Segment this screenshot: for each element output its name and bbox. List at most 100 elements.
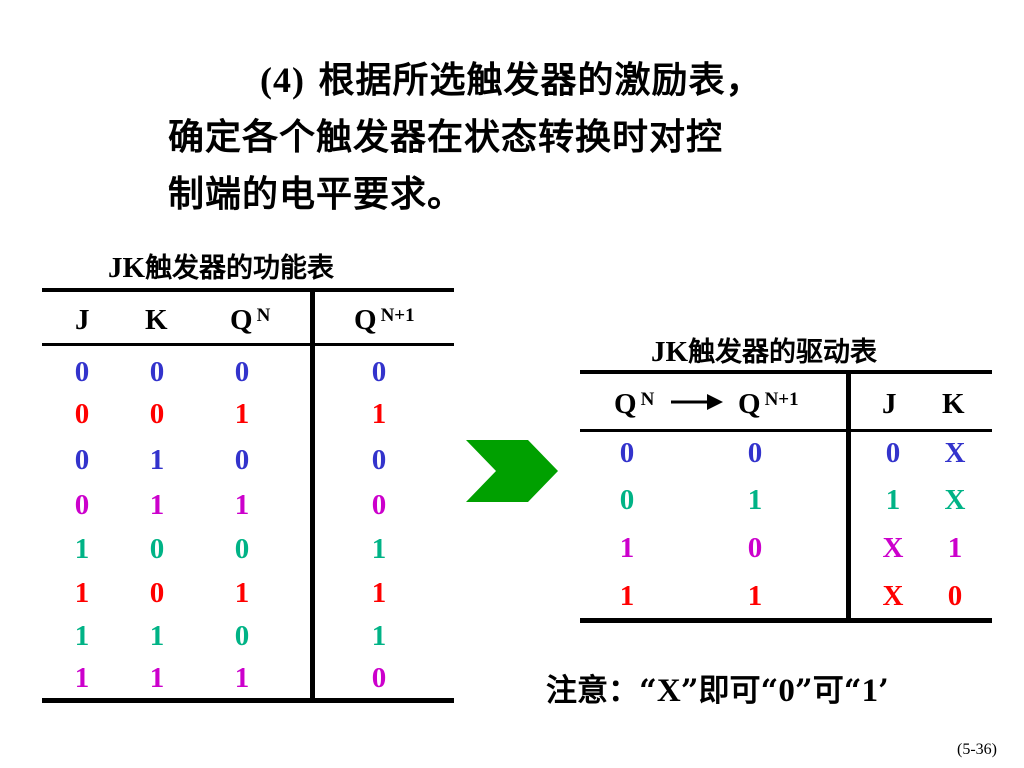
drive-cell-qn: 0 xyxy=(619,484,635,516)
func-cell-qn: 1 xyxy=(234,577,250,609)
drive-cell-k: X xyxy=(944,484,966,516)
func-cell-k: 0 xyxy=(149,356,165,388)
drive-header-j: J xyxy=(882,388,897,420)
func-cell-j: 0 xyxy=(74,444,90,476)
drive-cell-qn1: 1 xyxy=(747,580,763,612)
func-cell-qn1: 0 xyxy=(371,489,387,521)
drive-table-top-rule xyxy=(580,370,992,374)
func-table-header-rule xyxy=(42,343,454,346)
func-cell-qn: 0 xyxy=(234,533,250,565)
drive-cell-k: 1 xyxy=(947,532,963,564)
note-quote-4: ” xyxy=(794,673,813,709)
func-cell-j: 0 xyxy=(74,398,90,430)
note-quote-6: ’ xyxy=(878,673,889,709)
drive-table-bottom-rule xyxy=(580,618,992,623)
func-cell-qn: 1 xyxy=(234,398,250,430)
func-table-top-rule xyxy=(42,288,454,292)
drive-table-divider xyxy=(846,372,851,620)
heading-number: (4) xyxy=(260,60,305,100)
func-header-qn-sup: N xyxy=(256,305,271,326)
drive-cell-j: 0 xyxy=(885,437,901,469)
func-cell-k: 1 xyxy=(149,489,165,521)
right-arrow-head xyxy=(707,394,723,410)
func-table-bottom-rule xyxy=(42,698,454,703)
drive-cell-qn1: 0 xyxy=(747,437,763,469)
drive-cell-k: X xyxy=(944,437,966,469)
func-header-j: J xyxy=(75,304,90,336)
func-table-divider xyxy=(310,290,315,700)
func-cell-j: 1 xyxy=(74,577,90,609)
func-cell-qn: 1 xyxy=(234,489,250,521)
drive-header-qn-sup: N xyxy=(640,389,655,410)
func-cell-qn1: 1 xyxy=(371,533,387,565)
drive-caption-cn: 触发器的驱动表 xyxy=(688,337,878,368)
heading-line-3: 制端的电平要求。 xyxy=(168,173,465,215)
drive-header-qn1-sup: N+1 xyxy=(764,389,799,410)
note: 注意：“X”即可“0”可“1’ xyxy=(546,665,889,710)
drive-cell-j: X xyxy=(882,580,904,612)
drive-header-qn-base: Q xyxy=(614,388,637,420)
drive-cell-qn1: 0 xyxy=(747,532,763,564)
note-label: 注意： xyxy=(546,673,639,709)
heading: (4) 根据所选触发器的激励表， 确定各个触发器在状态转换时对控 制端的电平要求… xyxy=(168,52,868,223)
func-header-qn1-base: Q xyxy=(354,304,377,336)
drive-caption-latin: JK xyxy=(651,336,689,368)
func-cell-j: 1 xyxy=(74,533,90,565)
func-header-qn1-sup: N+1 xyxy=(380,305,415,326)
green-chevron-arrow-shape xyxy=(466,440,558,502)
drive-cell-qn1: 1 xyxy=(747,484,763,516)
func-cell-qn: 1 xyxy=(234,662,250,694)
func-cell-qn: 0 xyxy=(234,356,250,388)
green-chevron-arrow-icon xyxy=(466,440,558,502)
note-quote-2: ” xyxy=(680,673,699,709)
drive-table-caption: JK触发器的驱动表 xyxy=(651,330,877,369)
func-cell-k: 0 xyxy=(149,577,165,609)
drive-table-header-rule xyxy=(580,429,992,432)
func-cell-j: 1 xyxy=(74,662,90,694)
func-cell-qn1: 0 xyxy=(371,662,387,694)
func-header-qn-base: Q xyxy=(230,304,253,336)
drive-cell-qn: 1 xyxy=(619,532,635,564)
heading-line-1-text: 根据所选触发器的激励表， xyxy=(318,59,763,101)
func-cell-k: 1 xyxy=(149,620,165,652)
note-quote-5: “ xyxy=(843,673,862,709)
func-cell-qn1: 1 xyxy=(371,398,387,430)
heading-line-2: 确定各个触发器在状态转换时对控 xyxy=(168,116,724,158)
drive-cell-qn: 1 xyxy=(619,580,635,612)
func-caption-cn: 触发器的功能表 xyxy=(145,253,335,284)
heading-line-1: (4) 根据所选触发器的激励表， xyxy=(168,52,868,109)
right-arrow-icon xyxy=(671,394,723,410)
func-cell-k: 0 xyxy=(149,533,165,565)
note-quote-1: “ xyxy=(639,673,657,709)
func-cell-qn: 0 xyxy=(234,620,250,652)
func-cell-k: 0 xyxy=(149,398,165,430)
func-cell-qn1: 1 xyxy=(371,620,387,652)
func-cell-j: 0 xyxy=(74,489,90,521)
drive-cell-k: 0 xyxy=(947,580,963,612)
func-cell-k: 1 xyxy=(149,444,165,476)
note-mid-1: 即可 xyxy=(698,673,761,709)
func-cell-qn1: 0 xyxy=(371,356,387,388)
func-cell-j: 1 xyxy=(74,620,90,652)
func-caption-latin: JK xyxy=(108,252,146,284)
func-cell-qn: 0 xyxy=(234,444,250,476)
drive-header-qn1-base: Q xyxy=(738,388,761,420)
note-mid-2: 可 xyxy=(812,673,844,709)
note-quote-3: “ xyxy=(760,673,779,709)
drive-header-k: K xyxy=(942,388,965,420)
func-cell-k: 1 xyxy=(149,662,165,694)
note-zero: 0 xyxy=(778,673,795,709)
func-table-caption: JK触发器的功能表 xyxy=(108,246,334,285)
drive-cell-j: X xyxy=(882,532,904,564)
func-header-k: K xyxy=(145,304,168,336)
page-number: (5-36) xyxy=(957,741,997,758)
note-one: 1 xyxy=(861,673,879,709)
func-cell-j: 0 xyxy=(74,356,90,388)
func-cell-qn1: 0 xyxy=(371,444,387,476)
note-x: X xyxy=(656,673,681,709)
drive-cell-j: 1 xyxy=(885,484,901,516)
